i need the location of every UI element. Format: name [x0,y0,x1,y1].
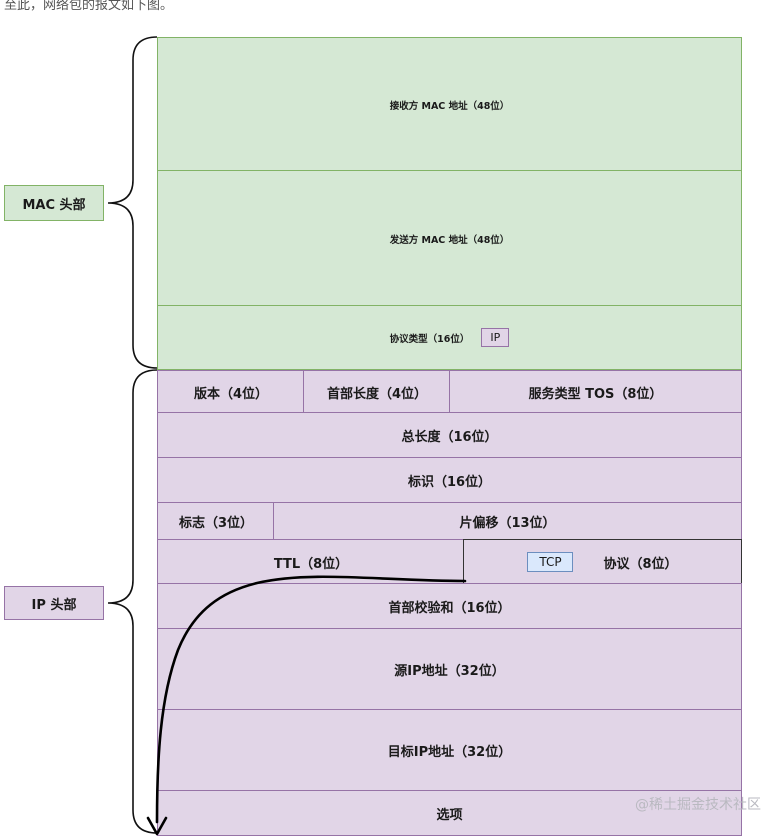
ip-protocol-tag: IP [481,328,510,347]
src-mac-label: 发送方 MAC 地址（48位） [389,234,510,246]
fragment-offset-field: 片偏移（13位） [273,502,742,541]
fragment-offset-label: 片偏移（13位） [459,516,556,531]
flags-label: 标志（3位） [178,516,254,531]
protocol-label: 协议（8位） [603,556,678,572]
version-label: 版本（4位） [193,386,269,402]
options-label: 选项 [436,807,463,823]
checksum-field: 首部校验和（16位） [157,583,742,630]
ttl-label: TTL（8位） [273,556,349,572]
ip-brace [107,369,158,834]
src-mac-field: 发送方 MAC 地址（48位） [157,170,742,307]
identification-label: 标识（16位） [407,475,492,490]
ip-header-label: IP 头部 [4,586,104,620]
protocol-type-label: 协议类型（16位） [389,333,470,345]
mac-header-label: MAC 头部 [4,185,104,221]
src-ip-field: 源IP地址（32位） [157,628,742,711]
protocol-field: TCP 协议（8位） [463,539,742,585]
header-length-field: 首部长度（4位） [303,370,451,414]
total-length-field: 总长度（16位） [157,412,742,459]
dest-mac-label: 接收方 MAC 地址（48位） [389,100,510,112]
mac-brace [107,36,158,369]
tos-field: 服务类型 TOS（8位） [449,370,742,414]
dest-ip-field: 目标IP地址（32位） [157,709,742,792]
dest-ip-label: 目标IP地址（32位） [387,745,512,760]
identification-field: 标识（16位） [157,457,742,504]
checksum-label: 首部校验和（16位） [388,601,511,616]
tcp-protocol-tag: TCP [527,552,574,572]
version-field: 版本（4位） [157,370,305,414]
protocol-type-field: 协议类型（16位） IP [157,305,742,370]
intro-text: 至此，网络包的报文如下图。 [4,0,174,13]
flags-field: 标志（3位） [157,502,275,541]
watermark: @稀土掘金技术社区 [635,797,761,813]
dest-mac-field: 接收方 MAC 地址（48位） [157,37,742,172]
header-length-label: 首部长度（4位） [326,386,428,402]
total-length-label: 总长度（16位） [401,430,498,445]
tos-label: 服务类型 TOS（8位） [528,386,663,402]
src-ip-label: 源IP地址（32位） [394,664,505,679]
ttl-field: TTL（8位） [157,539,465,585]
